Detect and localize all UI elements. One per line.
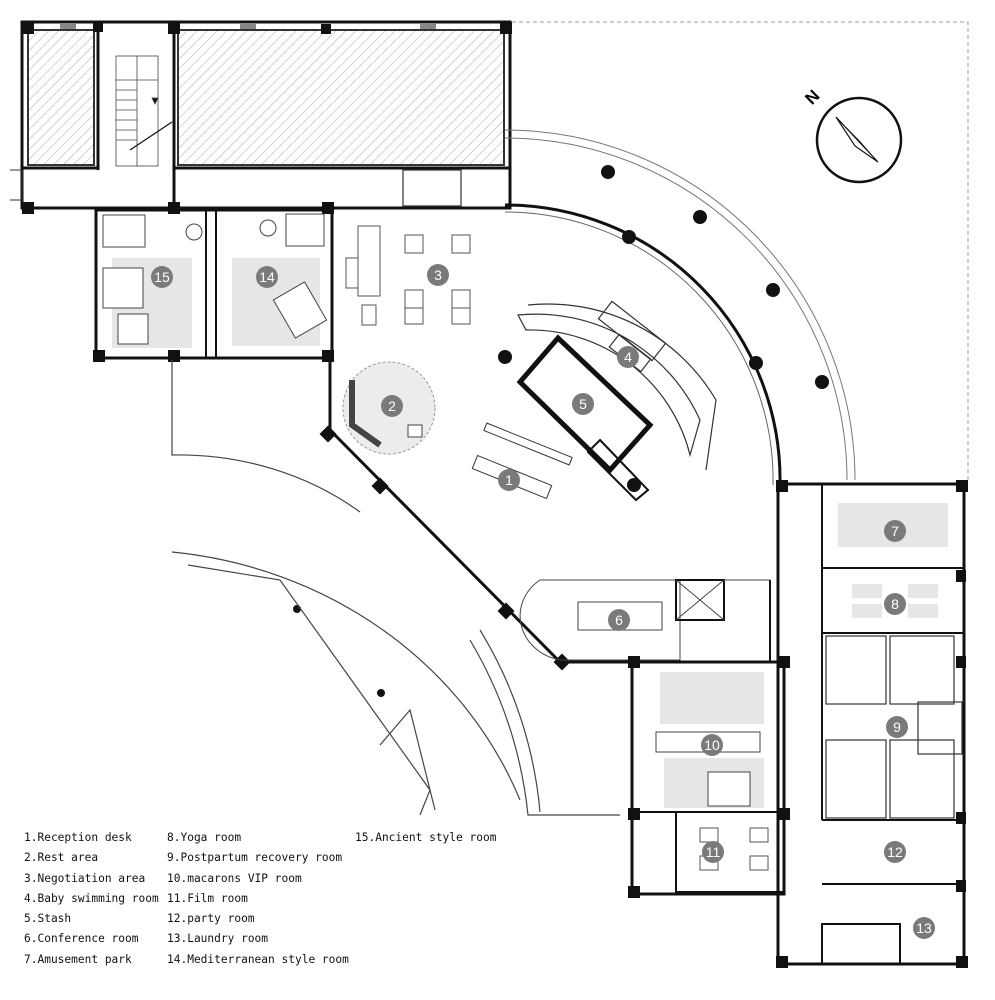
- rooms-10-11: [628, 656, 790, 898]
- room-marker-label: 12: [887, 844, 903, 860]
- room-marker-label: 8: [891, 596, 899, 612]
- room-marker-3: 3: [427, 264, 449, 286]
- rooms-14-15: [93, 208, 334, 362]
- room-marker-12: 12: [884, 841, 906, 863]
- legend-column-3: 15.Ancient style room: [355, 828, 496, 848]
- curved-colonnade: [504, 129, 856, 486]
- legend-item: 7.Amusement park: [24, 952, 132, 966]
- top-block: [10, 20, 512, 214]
- legend-item: 11.Film room: [167, 891, 248, 905]
- legend-item: 3.Negotiation area: [24, 871, 146, 885]
- room-marker-label: 10: [704, 737, 720, 753]
- legend-item: 9.Postpartum recovery room: [167, 851, 343, 865]
- stash: [516, 334, 654, 502]
- room-marker-label: 9: [893, 719, 901, 735]
- east-wing: [776, 480, 968, 968]
- pool: [517, 300, 717, 471]
- room-marker-8: 8: [884, 593, 906, 615]
- room-marker-label: 7: [891, 523, 899, 539]
- room-marker-11: 11: [702, 841, 724, 863]
- room-marker-label: 14: [259, 269, 275, 285]
- negotiation-tables: [345, 225, 471, 326]
- room-marker-label: 3: [434, 267, 442, 283]
- room-marker-15: 15: [151, 266, 173, 288]
- legend-item: 2.Rest area: [24, 851, 99, 865]
- room-marker-label: 4: [624, 349, 632, 365]
- legend-item: 10.macarons VIP room: [167, 871, 302, 885]
- room-marker-10: 10: [701, 734, 723, 756]
- compass-north-letter: N: [801, 86, 823, 108]
- room-marker-5: 5: [572, 393, 594, 415]
- stair-north: [115, 55, 173, 167]
- legend-item: 6.Conference room: [24, 932, 139, 946]
- room-marker-label: 1: [505, 472, 513, 488]
- columns-round: [293, 165, 829, 697]
- room-marker-label: 13: [916, 920, 932, 936]
- legend-item: 12.party room: [167, 912, 255, 926]
- legend-item: 15.Ancient style room: [355, 831, 497, 844]
- legend-item: 1.Reception desk: [24, 831, 132, 844]
- compass: N: [801, 86, 903, 184]
- legend-item: 8.Yoga room: [167, 831, 242, 844]
- legend-item: 5.Stash: [24, 912, 72, 926]
- conference-room: [519, 579, 771, 662]
- legend-column-2: 8.Yoga room 9.Postpartum recovery room 1…: [167, 828, 349, 970]
- room-marker-1: 1: [498, 469, 520, 491]
- legend-item: 13.Laundry room: [167, 932, 269, 946]
- room-marker-2: 2: [381, 395, 403, 417]
- room-marker-label: 2: [388, 398, 396, 414]
- site-boundary: [505, 21, 969, 480]
- room-marker-7: 7: [884, 520, 906, 542]
- lower-arcs: [171, 360, 620, 816]
- room-marker-9: 9: [886, 716, 908, 738]
- room-marker-4: 4: [617, 346, 639, 368]
- legend-item: 14.Mediterranean style room: [167, 952, 349, 966]
- room-marker-label: 11: [706, 844, 721, 860]
- room-marker-14: 14: [256, 266, 278, 288]
- room-marker-13: 13: [913, 917, 935, 939]
- legend-column-1: 1.Reception desk 2.Rest area 3.Negotiati…: [24, 828, 159, 970]
- reception-desk: [471, 422, 573, 500]
- room-marker-label: 6: [615, 612, 623, 628]
- north-arrow-icon: [835, 116, 879, 163]
- room-marker-6: 6: [608, 609, 630, 631]
- legend-item: 4.Baby swimming room: [24, 891, 159, 905]
- room-marker-label: 5: [579, 396, 587, 412]
- room-marker-label: 15: [154, 269, 170, 285]
